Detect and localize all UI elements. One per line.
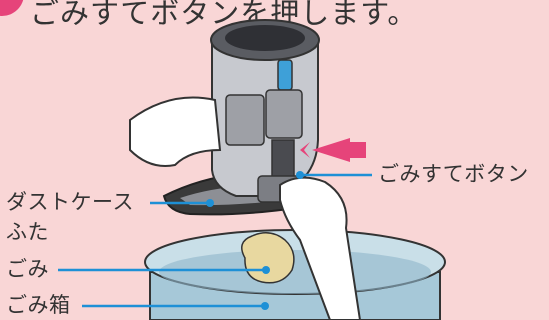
left-hand: [130, 98, 220, 167]
label-dust-case-lid-line2: ふた: [6, 222, 49, 243]
dust-clump: [242, 233, 294, 283]
label-trash-bin: ごみ箱: [6, 295, 71, 316]
label-dust: ごみ: [6, 259, 49, 280]
label-dust-case-lid-line1: ダストケース: [6, 192, 134, 213]
label-dust-button: ごみすてボタン: [378, 164, 529, 185]
